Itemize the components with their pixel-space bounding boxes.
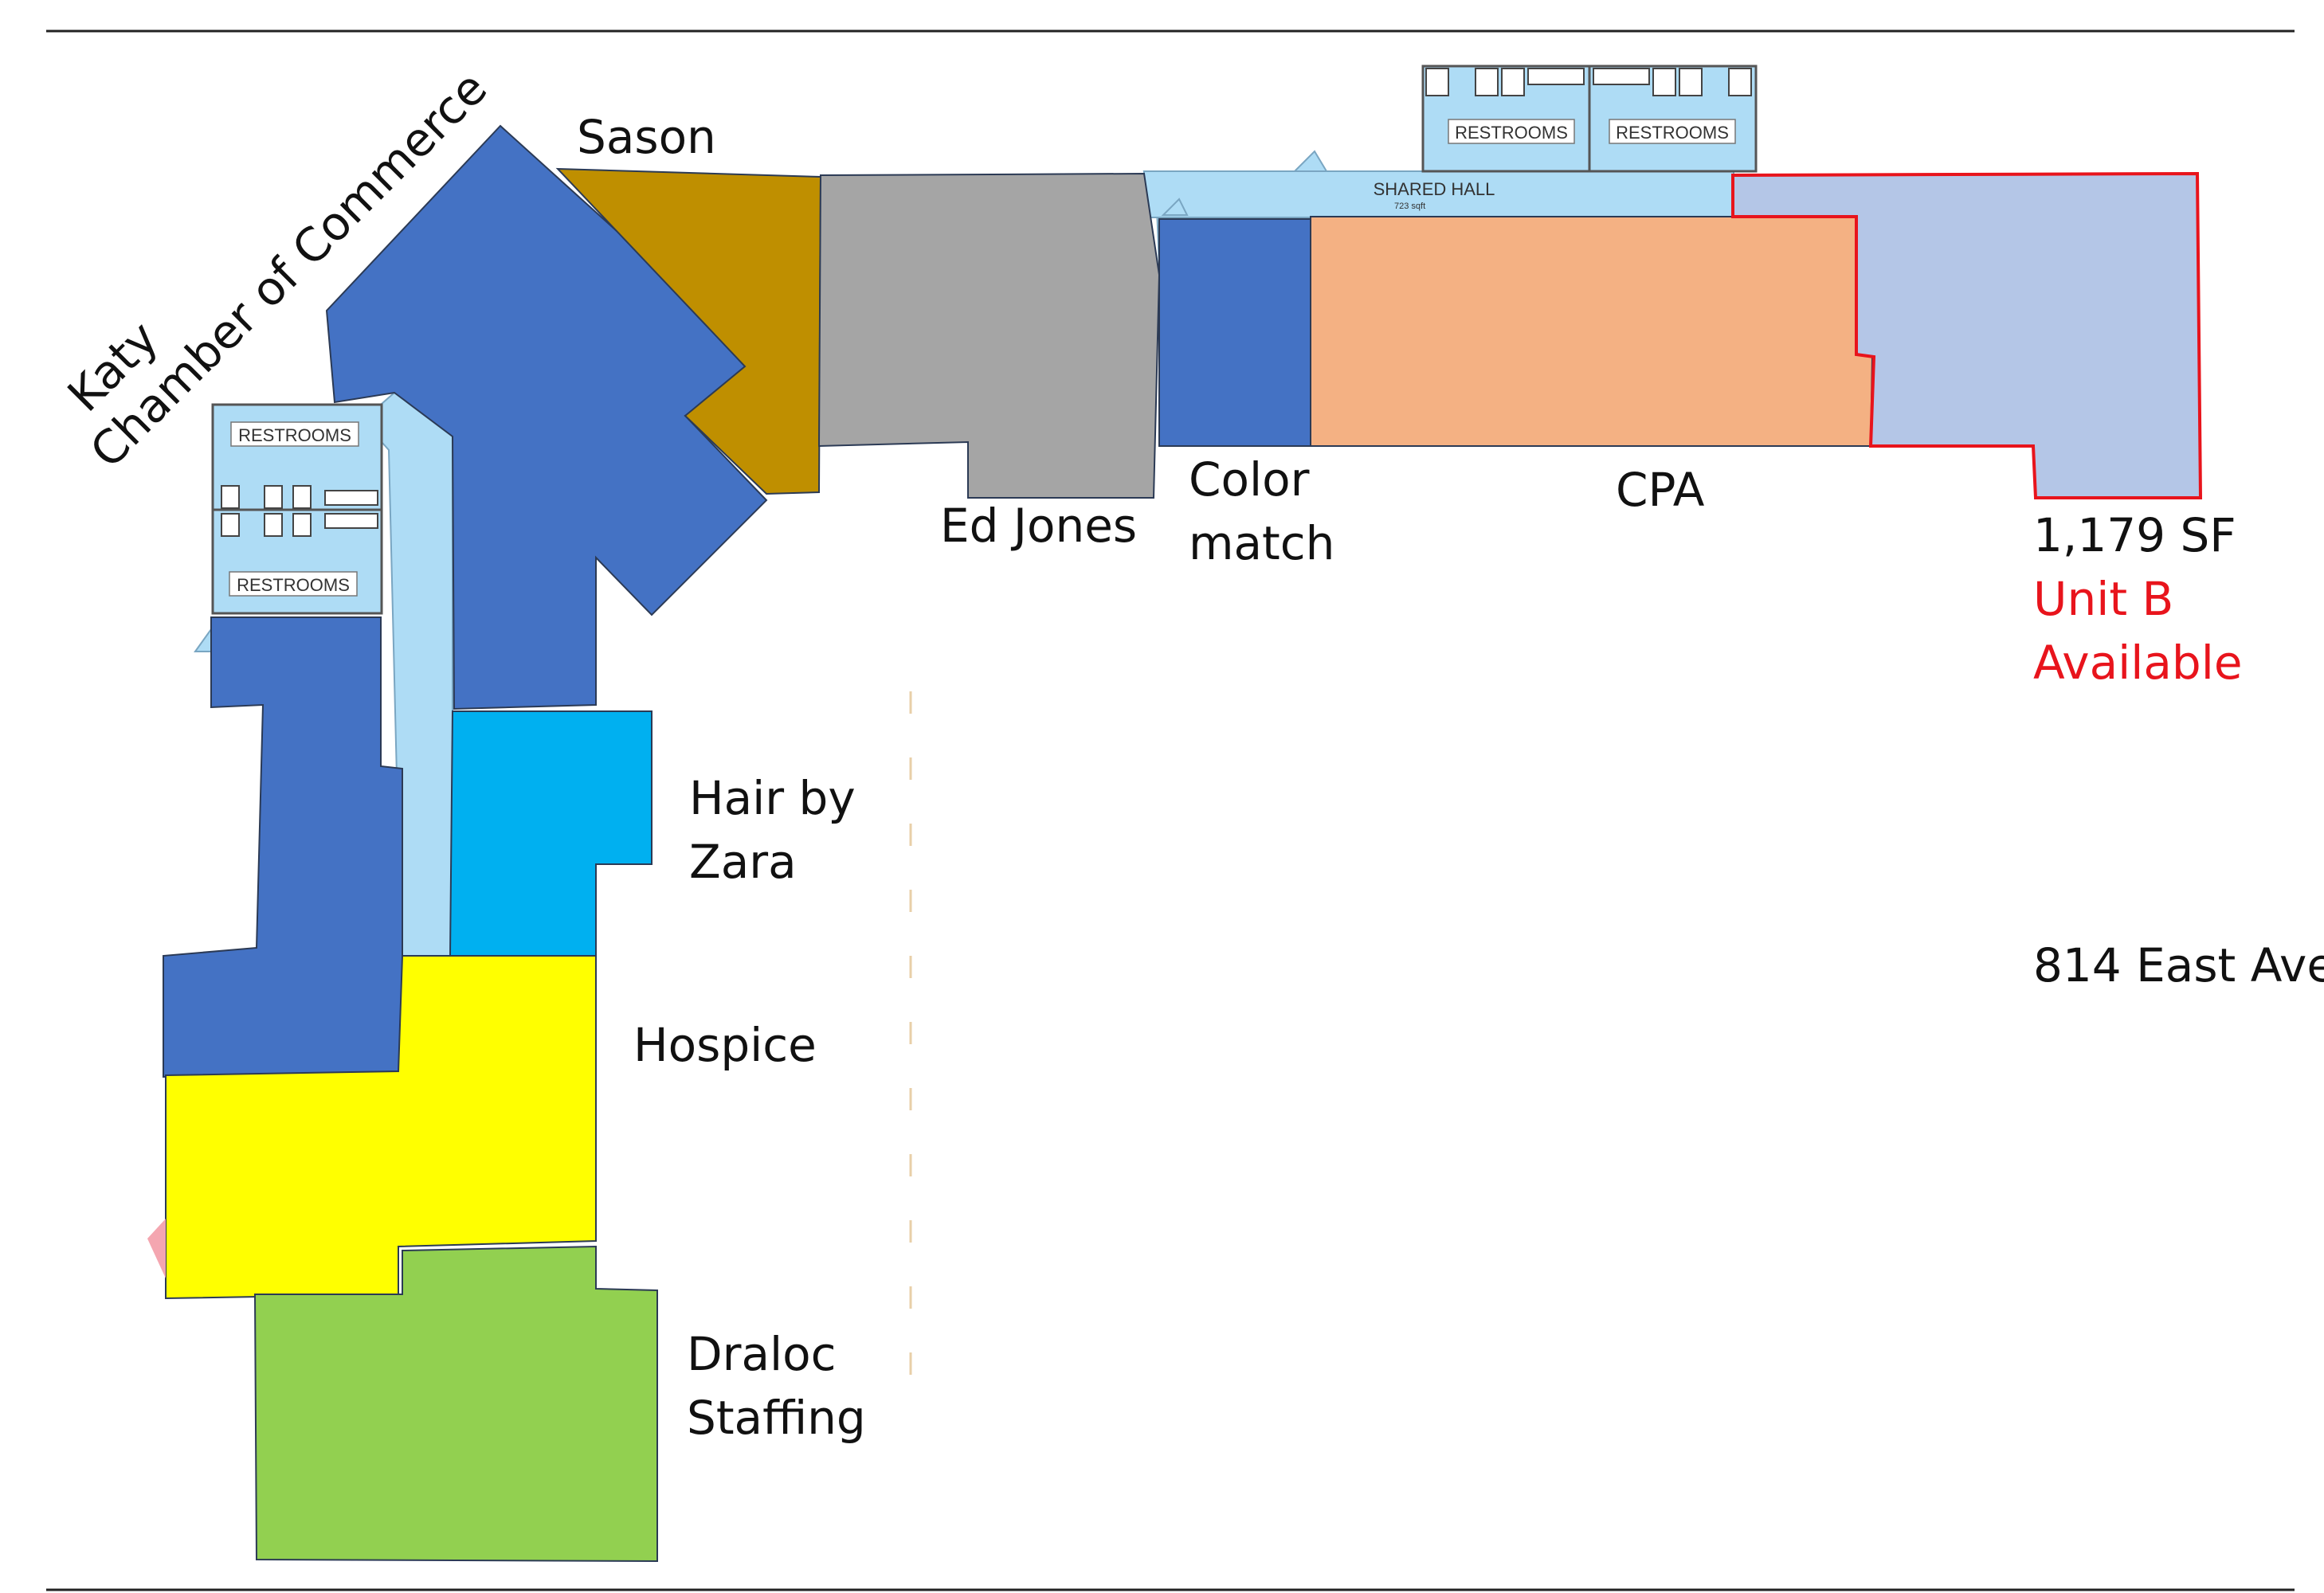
unit-draloc-staffing[interactable] — [253, 1245, 658, 1563]
unit-b-available[interactable] — [1731, 171, 2203, 499]
top-corridor-strip — [1143, 170, 1734, 218]
label-unit-b-name: Unit B — [2033, 572, 2173, 626]
label-hair-by: Hair by — [689, 771, 856, 825]
left-restrooms: RESTROOMS RESTROOMS — [211, 403, 383, 615]
label-sason: Sason — [577, 110, 716, 164]
hospice-entry-marker — [147, 1219, 166, 1278]
label-ed-jones: Ed Jones — [940, 499, 1137, 553]
top-restroom-label-2: RESTROOMS — [1616, 123, 1729, 143]
label-match: match — [1189, 516, 1334, 570]
top-restrooms: RESTROOMS RESTROOMS — [1421, 65, 1758, 173]
shared-hall-area: 723 sqft — [1394, 202, 1425, 211]
label-address: 814 East Ave — [2033, 938, 2324, 992]
unit-cpa[interactable] — [1310, 216, 1874, 447]
unit-color-match[interactable] — [1158, 218, 1311, 447]
left-restroom-label-1: RESTROOMS — [238, 425, 351, 445]
top-restroom-label-1: RESTROOMS — [1455, 123, 1568, 143]
label-unit-b-area: 1,179 SF — [2033, 508, 2236, 562]
shared-hall-label: SHARED HALL — [1374, 179, 1495, 199]
corridor-door-small — [1161, 198, 1189, 216]
unit-hair-by-zara[interactable] — [449, 710, 653, 957]
top-corridor-door — [1292, 150, 1328, 172]
label-color: Color — [1189, 452, 1310, 507]
label-unit-b-status: Available — [2033, 636, 2243, 690]
label-cpa: CPA — [1616, 463, 1705, 517]
label-zara: Zara — [689, 835, 797, 889]
left-restroom-label-2: RESTROOMS — [237, 575, 350, 595]
label-hospice: Hospice — [633, 1018, 817, 1072]
unit-ed-jones[interactable] — [817, 172, 1161, 499]
label-staffing: Staffing — [687, 1391, 866, 1445]
label-draloc: Draloc — [687, 1327, 837, 1381]
unit-chamber-left-column[interactable] — [163, 616, 403, 1078]
